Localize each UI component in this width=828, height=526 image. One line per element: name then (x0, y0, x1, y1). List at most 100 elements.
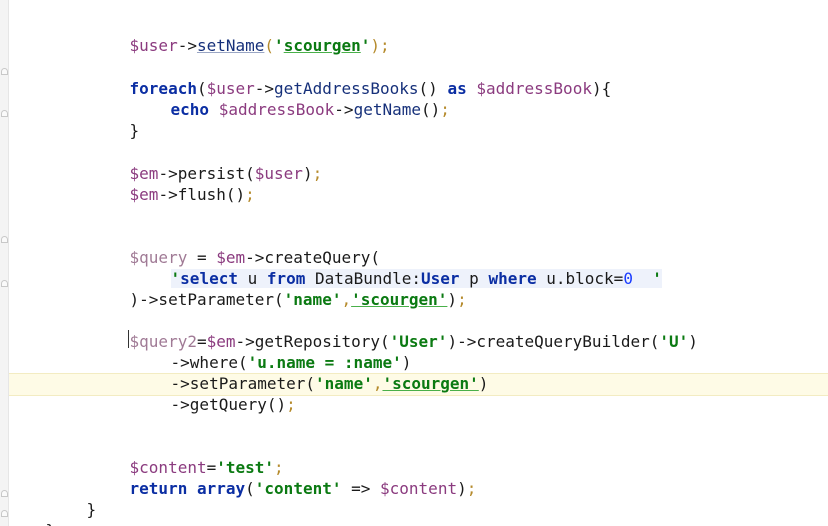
code-line[interactable]: $query = $em->createQuery( (91, 226, 380, 267)
token-string-quote: ' (360, 36, 371, 55)
token-space (209, 100, 219, 119)
token-brace: ){ (591, 79, 612, 98)
token-space (467, 79, 477, 98)
token-semicolon: ; (380, 36, 390, 55)
token-paren: ) (447, 290, 458, 309)
token-keyword: foreach (129, 79, 197, 98)
fold-marker-icon[interactable] (1, 110, 8, 117)
token-call: ->persist( (158, 164, 255, 183)
token-variable: $user (254, 164, 303, 183)
token-variable: $content (129, 458, 207, 477)
token-keyword: return (129, 479, 188, 498)
fold-marker-icon[interactable] (1, 68, 8, 75)
token-method: getAddressBooks (274, 79, 419, 98)
token-method: setName (196, 36, 265, 55)
code-line[interactable]: } (7, 499, 56, 526)
code-line[interactable]: } (91, 99, 140, 140)
token-operator: = (196, 332, 207, 351)
code-line[interactable]: )->setParameter('name','scourgen'); (91, 268, 467, 309)
code-line[interactable]: ->setParameter('name','scourgen') (132, 352, 489, 393)
code-line[interactable]: $user->setName('scourgen'); (91, 14, 390, 55)
token-sql-text: u.block= (536, 269, 624, 288)
token-call: ->getQuery() (170, 395, 287, 414)
token-operator: => (341, 479, 381, 498)
token-operator: -> (177, 36, 197, 55)
token-string: 'User' (389, 332, 448, 351)
token-call: ->getRepository( (235, 332, 390, 351)
code-line[interactable]: } (48, 478, 97, 519)
code-line[interactable]: $query2=$em->getRepository('User')->crea… (91, 310, 698, 351)
token-call: () (418, 79, 448, 98)
token-call: )->setParameter( (129, 290, 284, 309)
token-call: ->where( (170, 353, 248, 372)
current-line-highlight (9, 373, 828, 396)
token-string: 'scourgen' (382, 374, 479, 393)
token-paren: ) (478, 374, 489, 393)
token-call: ->createQuery( (245, 248, 380, 267)
token-keyword: as (447, 79, 467, 98)
token-semicolon: ; (245, 185, 255, 204)
token-semicolon: ; (274, 458, 284, 477)
token-number: 0 (623, 269, 633, 288)
token-semicolon: ; (286, 395, 296, 414)
token-keyword: echo (170, 100, 210, 119)
code-line[interactable]: echo $addressBook->getName(); (132, 78, 450, 119)
token-call: () (421, 100, 441, 119)
token-paren: ) (401, 353, 412, 372)
token-string: 'u.name = :name' (247, 353, 402, 372)
token-variable: $content (380, 479, 458, 498)
token-string: 'name' (315, 374, 373, 393)
token-semicolon: ; (466, 479, 477, 498)
token-variable: $em (206, 332, 236, 351)
token-brace: } (86, 500, 97, 519)
token-method: getName (353, 100, 421, 119)
code-line[interactable]: ->where('u.name = :name') (132, 331, 412, 372)
token-variable: $addressBook (218, 100, 335, 119)
code-line-current[interactable]: ->getQuery(); (132, 373, 296, 414)
token-string: 'U' (659, 332, 689, 351)
token-sql-keyword: User (421, 269, 460, 288)
token-space (187, 479, 197, 498)
token-variable: $em (129, 164, 159, 183)
token-string: 'scourgen' (351, 290, 448, 309)
token-sql-text: u (237, 269, 267, 288)
fold-marker-icon[interactable] (1, 510, 8, 517)
token-comma: , (341, 290, 352, 309)
token-semicolon: ; (440, 100, 450, 119)
token-operator: = (187, 248, 217, 267)
token-call: )->createQueryBuilder( (447, 332, 660, 351)
fold-marker-icon[interactable] (1, 490, 8, 497)
token-variable: $query2 (129, 332, 197, 351)
code-line[interactable]: 'select u from DataBundle:User p where u… (132, 247, 662, 288)
code-line[interactable]: $content='test'; (91, 436, 284, 477)
token-keyword: array (196, 479, 246, 498)
token-paren: ( (264, 36, 275, 55)
token-paren: ) (688, 332, 698, 351)
token-variable: $em (216, 248, 246, 267)
code-line[interactable]: $em->flush(); (91, 163, 255, 204)
fold-marker-icon[interactable] (1, 236, 8, 243)
token-sql-keyword: where (488, 269, 537, 288)
token-string: 'name' (283, 290, 342, 309)
token-semicolon: ; (457, 290, 467, 309)
token-sql-text: DataBundle: (305, 269, 421, 288)
token-variable: $em (129, 185, 159, 204)
text-cursor (128, 330, 129, 348)
token-variable: $addressBook (476, 79, 592, 98)
token-variable: $user (129, 36, 178, 55)
sql-string: 'select u from DataBundle:User p where u… (170, 269, 662, 288)
token-variable: $query (129, 248, 188, 267)
code-line[interactable]: foreach($user->getAddressBooks() as $add… (91, 57, 612, 98)
token-sql-keyword: select (180, 269, 238, 288)
token-variable: $user (206, 79, 255, 98)
token-brace: } (129, 121, 140, 140)
code-line[interactable]: return array('content' => $content); (91, 457, 477, 498)
token-operator: -> (254, 79, 275, 98)
token-string-quote: ' (170, 269, 181, 288)
fold-marker-icon[interactable] (1, 280, 8, 287)
token-paren: ( (245, 479, 255, 498)
token-operator: = (206, 458, 217, 477)
token-paren: ) (370, 36, 381, 55)
code-line[interactable]: $em->persist($user); (91, 142, 323, 183)
